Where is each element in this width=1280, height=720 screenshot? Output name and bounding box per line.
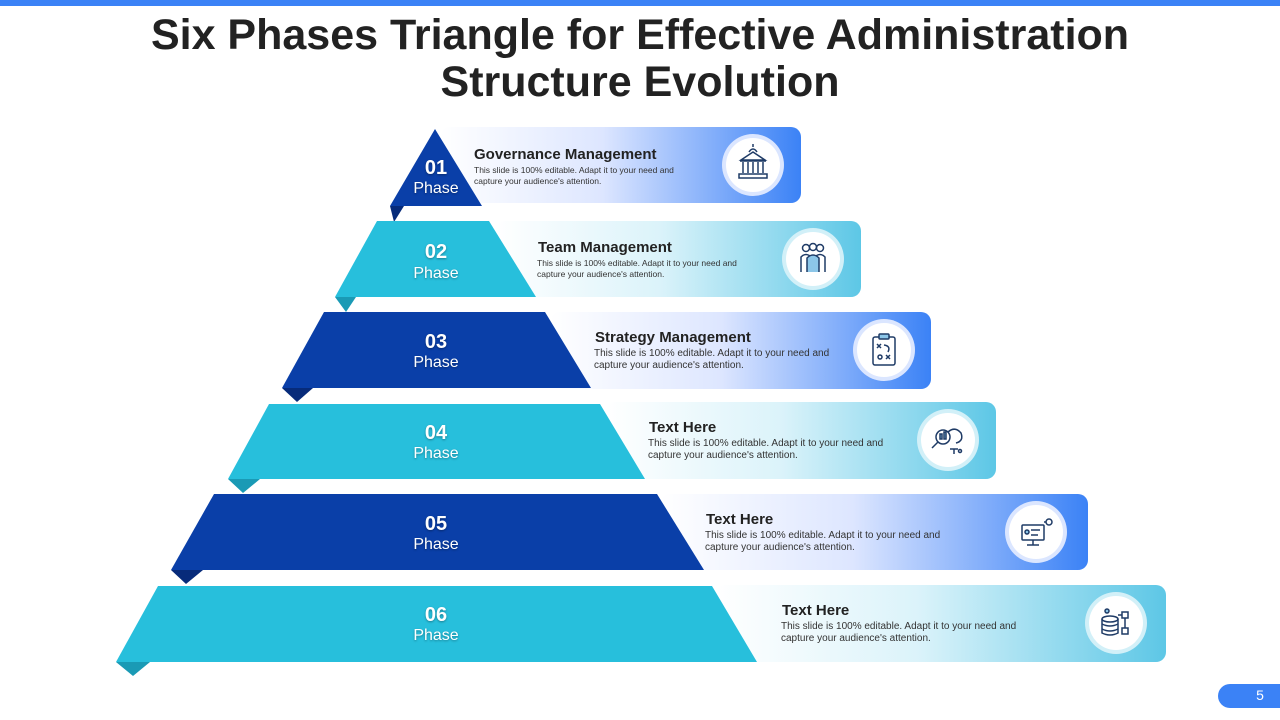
government-building-icon: [738, 144, 768, 179]
phase-label-2: Phase: [413, 265, 459, 282]
computer-network-icon: [1021, 518, 1053, 546]
top-accent-bar: [0, 0, 1280, 6]
card-title-2: Team Management: [538, 239, 672, 256]
phase-number-5: 05: [424, 513, 448, 535]
title-line-1: Six Phases Triangle for Effective Admini…: [150, 11, 1130, 59]
pyramid-tier-2: [335, 221, 536, 297]
title-line-2: Structure Evolution: [440, 58, 840, 106]
fold-tab-5: [171, 570, 203, 584]
phase-number-2: 02: [424, 241, 448, 263]
phase-number-1: 01: [424, 157, 448, 179]
card-desc-1a: This slide is 100% editable. Adapt it to…: [474, 165, 674, 175]
card-title-5: Text Here: [706, 511, 774, 528]
pyramid-tier-5: [171, 494, 704, 570]
card-desc-5b: capture your audience's attention.: [705, 542, 855, 553]
phase-label-1: Phase: [413, 180, 459, 197]
strategy-clipboard-icon: [872, 333, 896, 366]
pyramid-tier-3: [282, 312, 591, 388]
slide-title: Six Phases Triangle for Effective Admini…: [0, 12, 1280, 106]
fold-tab-3: [282, 388, 313, 402]
card-desc-2a: This slide is 100% editable. Adapt it to…: [537, 258, 737, 268]
card-title-1: Governance Management: [474, 146, 657, 163]
card-bg-3: [550, 312, 931, 389]
icon-circle-3: [853, 319, 915, 381]
card-desc-6b: capture your audience's attention.: [781, 633, 931, 644]
phase-label-6: Phase: [413, 627, 459, 644]
card-bg-1: [440, 127, 801, 203]
phase-label-3: Phase: [413, 354, 459, 371]
pyramid-tier-1: [390, 129, 482, 206]
card-bg-2: [495, 221, 861, 297]
icon-circle-5: [1005, 501, 1067, 563]
card-desc-3a: This slide is 100% editable. Adapt it to…: [594, 348, 830, 359]
card-title-4: Text Here: [649, 419, 717, 436]
card-title-6: Text Here: [782, 602, 850, 619]
phase-number-3: 03: [424, 331, 448, 353]
card-desc-4a: This slide is 100% editable. Adapt it to…: [648, 438, 884, 449]
card-desc-3b: capture your audience's attention.: [594, 360, 744, 371]
phase-label-5: Phase: [413, 536, 459, 553]
fold-tab-6: [116, 662, 150, 676]
card-desc-6a: This slide is 100% editable. Adapt it to…: [781, 621, 1017, 632]
fold-tab-4: [228, 479, 260, 493]
phase-number-4: 04: [424, 422, 448, 444]
card-desc-1b: capture your audience's attention.: [474, 176, 602, 186]
page-number-badge: [1218, 684, 1280, 708]
card-bg-4: [605, 402, 996, 479]
icon-circle-6: [1085, 592, 1147, 654]
card-bg-5: [660, 494, 1088, 570]
card-title-3: Strategy Management: [595, 329, 751, 346]
team-people-icon: [800, 242, 826, 272]
data-stack-icon: [1101, 608, 1129, 636]
pyramid-tier-4: [228, 404, 645, 479]
card-desc-4b: capture your audience's attention.: [648, 450, 798, 461]
analytics-magnifier-icon: [931, 428, 963, 454]
card-bg-6: [715, 585, 1166, 662]
card-desc-2b: capture your audience's attention.: [537, 269, 665, 279]
phase-number-6: 06: [424, 604, 448, 626]
phase-label-4: Phase: [413, 445, 459, 462]
fold-tab-1: [390, 206, 404, 222]
page-number: 5: [1256, 687, 1264, 703]
icon-circle-4: [917, 409, 979, 471]
card-desc-5a: This slide is 100% editable. Adapt it to…: [705, 530, 941, 541]
pyramid-tier-6: [116, 586, 757, 662]
fold-tab-2: [335, 297, 356, 312]
